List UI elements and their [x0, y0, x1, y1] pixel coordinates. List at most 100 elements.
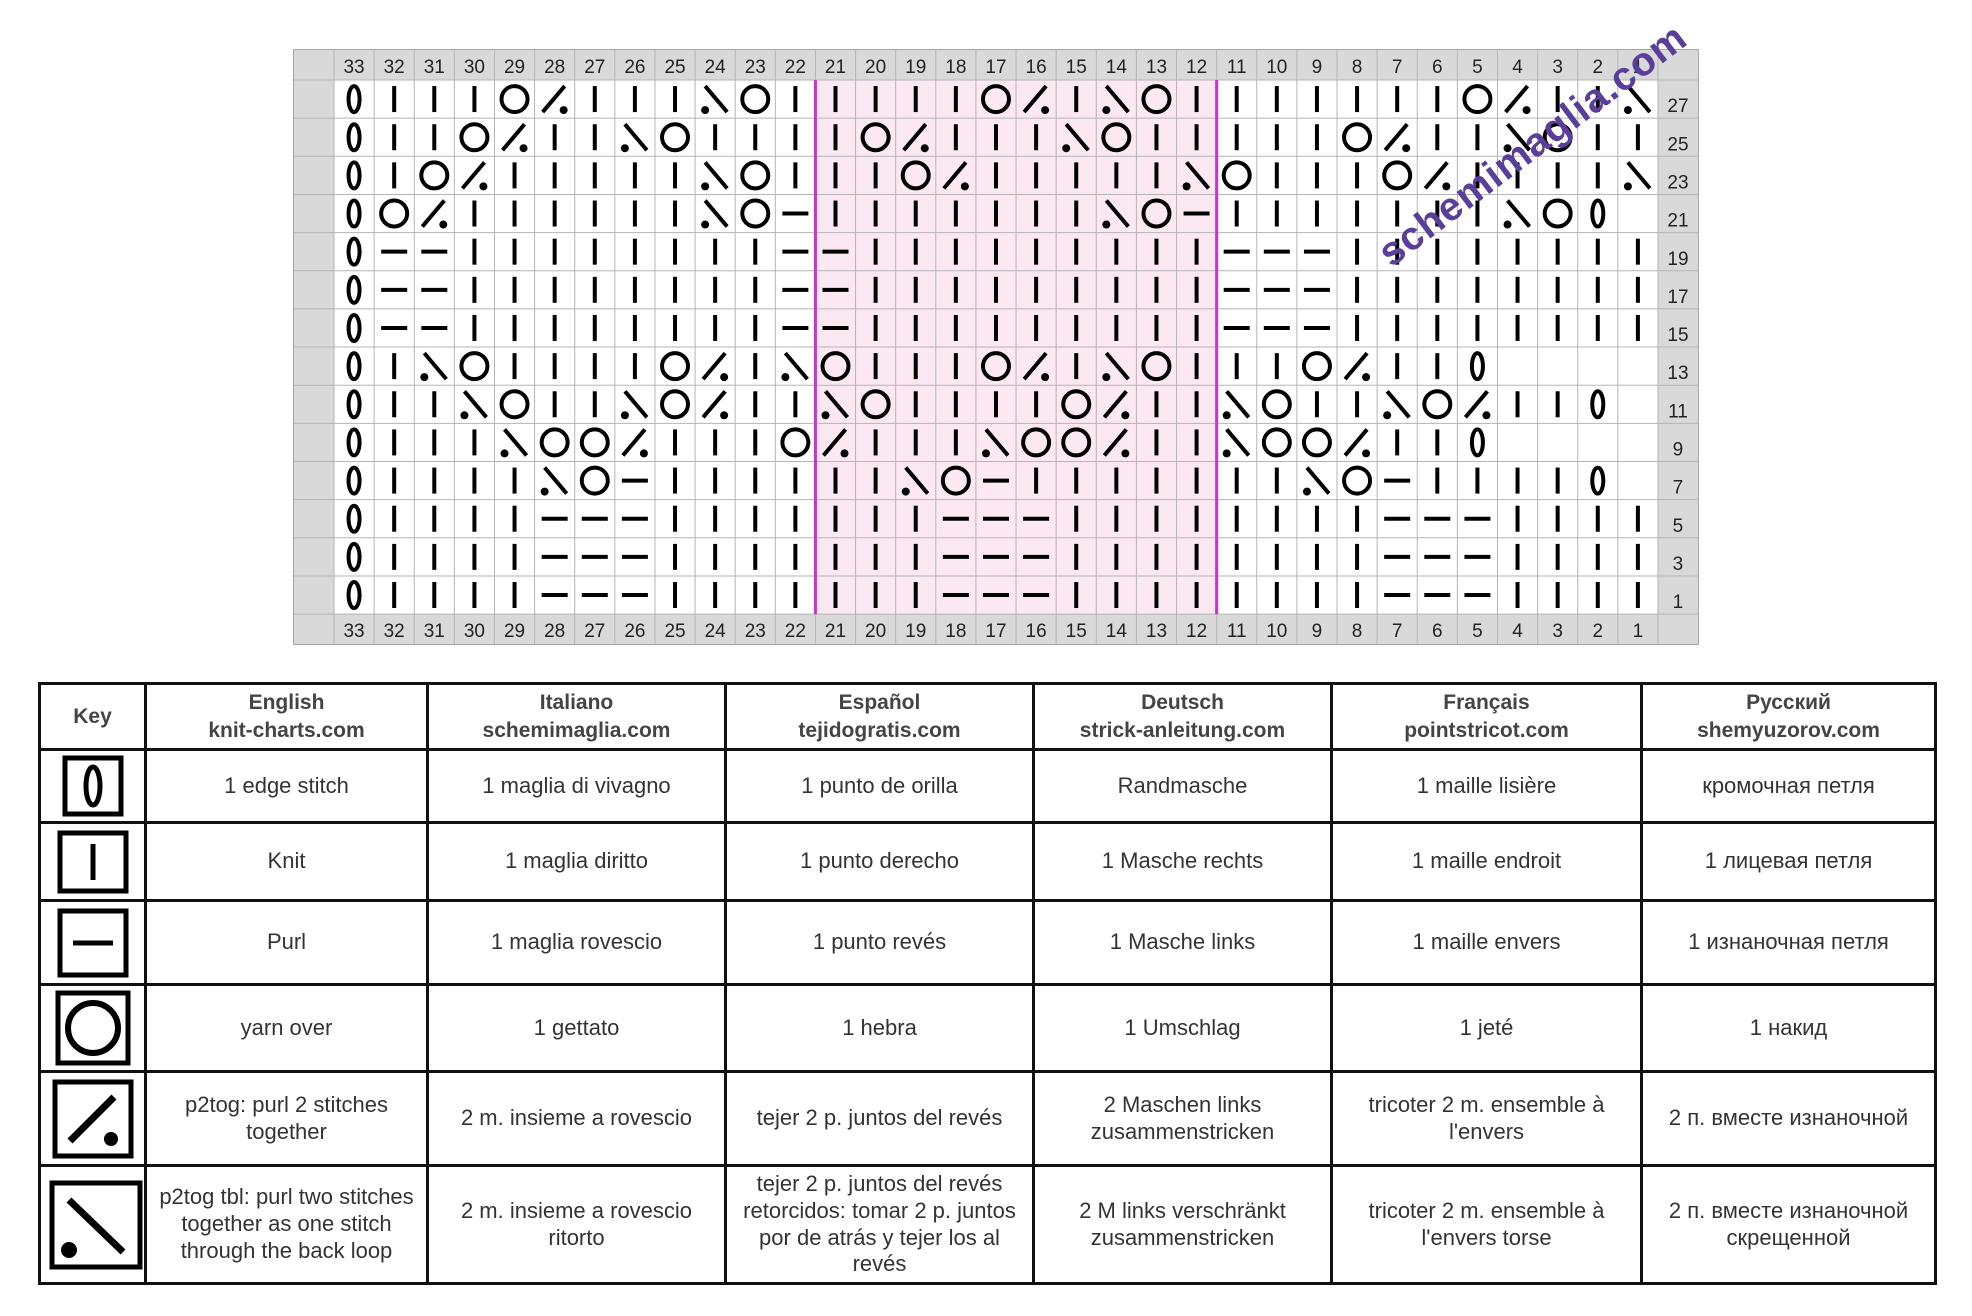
p2tog-tbl-mark — [984, 428, 1010, 457]
column-number-top: 31 — [424, 57, 445, 78]
p2tog-dot — [559, 106, 568, 115]
p2tog-tbl-mark — [422, 351, 448, 381]
p2tog-tbl-mark — [1506, 122, 1532, 152]
column-number-bottom: 31 — [424, 621, 445, 642]
yarn-over-mark — [900, 160, 931, 191]
p2tog-dot — [1362, 449, 1371, 458]
p2tog-tbl-mark — [823, 389, 850, 419]
p2tog-dot — [1522, 106, 1531, 115]
p2tog-tbl-mark — [462, 389, 488, 419]
header-language: Español — [838, 691, 921, 715]
p2tog-tbl-dot — [1383, 411, 1392, 420]
key-row-p2tog-tbl: p2tog tbl: purl two stitches together as… — [38, 1163, 1937, 1286]
column-number-bottom: 6 — [1432, 621, 1443, 642]
yarn-over-mark — [980, 351, 1011, 382]
p2tog-mark — [1343, 428, 1369, 457]
p2tog-tbl-dot — [901, 487, 910, 496]
p2tog-mark — [1102, 389, 1128, 419]
yarn-over-mark — [1342, 122, 1373, 153]
p2tog-tbl-icon — [49, 1180, 143, 1270]
column-number-bottom: 26 — [624, 621, 645, 642]
column-number-top: 9 — [1312, 57, 1323, 78]
p2tog-tbl-mark — [503, 428, 529, 457]
key-row-edge-stitch: 1 edge stitch 1 maglia di vivagno 1 punt… — [38, 748, 1937, 824]
p2tog-tbl-dot — [1102, 106, 1111, 115]
p2tog-dot — [1121, 411, 1130, 420]
key-french: 1 maille endroit — [1330, 821, 1643, 902]
p2tog-tbl-dot — [981, 449, 990, 458]
key-italian: 2 m. insieme a rovescio — [426, 1070, 727, 1167]
column-number-top: 14 — [1106, 57, 1128, 78]
edge-stitch-mark — [346, 427, 362, 458]
p2tog-tbl-mark — [904, 466, 930, 495]
header-key-label: Key — [73, 704, 112, 728]
edge-stitch-mark — [346, 503, 362, 534]
p2tog-tbl-dot — [821, 411, 830, 420]
yarn-over-mark — [1301, 351, 1332, 382]
key-spanish: 1 hebra — [724, 983, 1035, 1073]
p2tog-tbl-dot — [620, 411, 629, 420]
yarn-over-mark — [820, 351, 851, 382]
p2tog-dot — [1041, 373, 1050, 382]
edge-stitch-mark — [1590, 465, 1606, 496]
key-italian: 2 m. insieme a rovescio ritorto — [426, 1163, 727, 1286]
yarn-over-mark — [1101, 122, 1132, 153]
p2tog-tbl-dot — [460, 411, 469, 420]
column-number-bottom: 3 — [1552, 621, 1563, 642]
p2tog-tbl-mark — [1225, 428, 1251, 457]
column-number-bottom: 19 — [905, 621, 926, 642]
yarn-over-mark — [740, 198, 771, 229]
yarn-over-mark — [1261, 427, 1292, 458]
edge-stitch-icon — [62, 755, 123, 817]
column-number-top: 17 — [985, 57, 1006, 78]
row-number: 11 — [1668, 401, 1688, 422]
column-number-bottom: 17 — [985, 621, 1006, 642]
key-german: Randmasche — [1032, 748, 1333, 824]
p2tog-tbl-dot — [1222, 411, 1231, 420]
column-number-top: 5 — [1472, 57, 1483, 78]
yarn-over-mark — [940, 465, 971, 496]
column-number-bottom: 14 — [1106, 621, 1128, 642]
column-number-bottom: 16 — [1026, 621, 1047, 642]
column-number-bottom: 2 — [1592, 621, 1603, 642]
edge-stitch-mark — [346, 198, 362, 229]
p2tog-tbl-mark — [703, 161, 729, 190]
p2tog-tbl-mark — [783, 351, 809, 381]
p2tog-dot — [1362, 373, 1371, 382]
row-number: 13 — [1667, 363, 1688, 384]
key-english: Purl — [144, 899, 429, 986]
p2tog-tbl-dot — [1623, 182, 1632, 191]
column-number-top: 3 — [1552, 57, 1563, 78]
key-german: 1 Masche rechts — [1032, 821, 1333, 902]
key-row-purl: Purl 1 maglia rovescio 1 punto revés 1 M… — [38, 899, 1937, 986]
p2tog-mark — [1504, 84, 1530, 114]
key-symbol-cell — [38, 899, 147, 986]
column-number-bottom: 10 — [1266, 621, 1287, 642]
key-english: Knit — [144, 821, 429, 902]
row-number: 21 — [1667, 211, 1688, 232]
header-language: English — [248, 691, 325, 715]
column-number-bottom: 9 — [1312, 621, 1323, 642]
column-number-bottom: 5 — [1472, 621, 1483, 642]
p2tog-tbl-dot — [1222, 449, 1231, 458]
edge-stitch-mark — [1469, 351, 1485, 382]
column-number-bottom: 30 — [464, 621, 485, 642]
key-russian: 1 накид — [1640, 983, 1937, 1073]
column-number-bottom: 21 — [825, 621, 846, 642]
knit-icon — [57, 830, 128, 893]
column-number-top: 30 — [464, 57, 485, 78]
yarn-over-mark — [379, 198, 410, 229]
p2tog-dot — [1402, 144, 1411, 153]
key-french: 1 maille envers — [1330, 899, 1643, 986]
key-spanish: 1 punto derecho — [724, 821, 1035, 902]
p2tog-dot — [1482, 411, 1491, 420]
key-english: yarn over — [144, 983, 429, 1073]
column-number-bottom: 8 — [1352, 621, 1363, 642]
key-russian: 1 лицевая петля — [1640, 821, 1937, 902]
p2tog-mark — [1343, 351, 1369, 381]
row-number: 25 — [1667, 134, 1688, 155]
p2tog-dot — [960, 182, 969, 191]
